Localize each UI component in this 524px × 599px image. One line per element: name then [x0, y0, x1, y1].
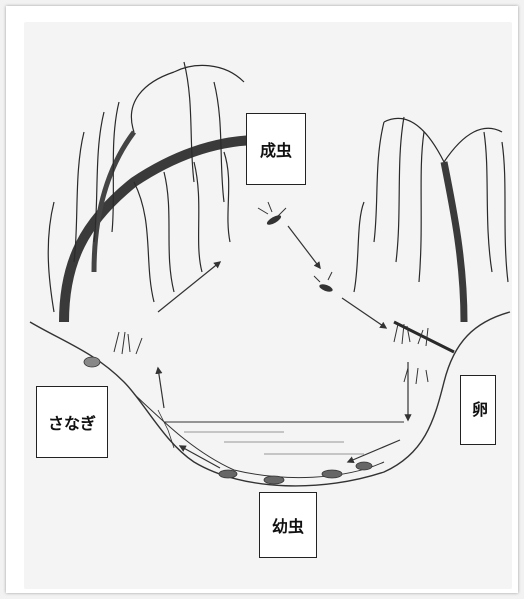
adult-label-box: 成虫	[246, 113, 306, 185]
right-willow-tree	[354, 117, 508, 352]
water-lines	[184, 432, 364, 454]
left-willow-tree	[48, 62, 254, 322]
image-frame: 成虫 卵 幼虫 さなぎ	[6, 6, 518, 593]
adult-insect-2	[314, 272, 334, 293]
larva-label: 幼虫	[272, 513, 304, 537]
grass	[114, 324, 428, 384]
egg-label-box: 卵	[460, 375, 496, 445]
egg-label: 卵	[466, 401, 490, 419]
larva-label-box: 幼虫	[259, 492, 317, 558]
pupa-label: さなぎ	[48, 410, 96, 434]
diagram-paper: 成虫 卵 幼虫 さなぎ	[24, 22, 512, 589]
pupa-label-box: さなぎ	[36, 386, 108, 458]
adult-label: 成虫	[260, 137, 292, 161]
adult-insect-1	[258, 202, 286, 227]
